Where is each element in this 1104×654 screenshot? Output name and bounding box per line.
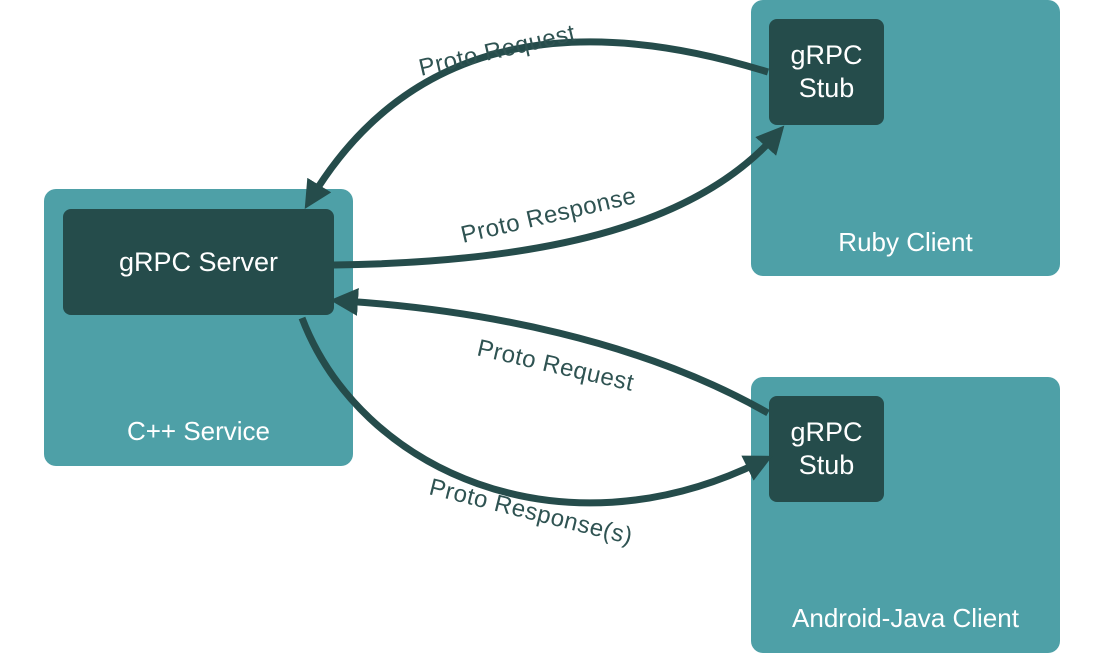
ruby-request-arrow [304,38,770,209]
android-grpc-stub-label: gRPC Stub [790,417,863,480]
ruby-client-panel: gRPC Stub Ruby Client [751,0,1060,276]
android-request-arrow [330,287,770,417]
grpc-server-box: gRPC Server [63,209,334,315]
ruby-grpc-stub-box: gRPC Stub [769,19,884,125]
android-client-panel: gRPC Stub Android-Java Client [751,377,1060,653]
ruby-response-label: Proto Response [458,182,639,249]
android-grpc-stub-box: gRPC Stub [769,396,884,502]
android-response-label: Proto Response(s) [427,474,636,551]
android-response-arrow [298,316,773,507]
android-client-label: Android-Java Client [792,603,1019,633]
cpp-service-label: C++ Service [126,416,271,446]
ruby-grpc-stub-label: gRPC Stub [790,40,863,103]
ruby-request-label: Proto Request [416,20,578,82]
ruby-response-arrow [333,125,785,269]
ruby-client-label: Ruby Client [838,227,973,257]
cpp-service-panel: gRPC Server C++ Service [44,189,353,466]
grpc-server-label: gRPC Server [118,246,279,277]
